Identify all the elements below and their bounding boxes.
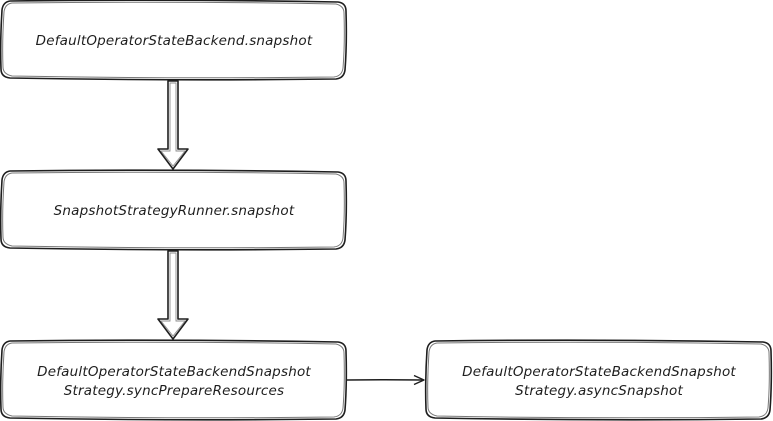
node-box-sketch (2, 1, 345, 79)
node-default-operator-state-backend-snapshot[interactable]: DefaultOperatorStateBackend.snapshot (0, 0, 348, 81)
block-arrow-1-to-2 (157, 80, 189, 170)
node-box (0, 339, 348, 421)
node-box-sketch (2, 171, 345, 249)
node-box (424, 339, 773, 421)
node-box (0, 0, 348, 81)
line-arrow-3-to-4 (346, 374, 425, 386)
node-box (0, 169, 348, 251)
node-async-snapshot[interactable]: DefaultOperatorStateBackendSnapshot Stra… (424, 339, 773, 421)
node-label-line-1: DefaultOperatorStateBackendSnapshot (462, 364, 736, 380)
node-label: DefaultOperatorStateBackend.snapshot (36, 33, 313, 49)
node-box-sketch (2, 341, 345, 419)
node-sync-prepare-resources[interactable]: DefaultOperatorStateBackendSnapshot Stra… (0, 339, 348, 421)
node-label-line-2: Strategy.asyncSnapshot (515, 383, 683, 399)
block-arrow-2-to-3 (157, 250, 189, 340)
node-label-line-1: DefaultOperatorStateBackendSnapshot (37, 364, 311, 380)
node-label-line-2: Strategy.syncPrepareResources (64, 383, 284, 399)
node-snapshot-strategy-runner-snapshot[interactable]: SnapshotStrategyRunner.snapshot (0, 169, 348, 251)
node-box-sketch (427, 341, 770, 419)
node-label: SnapshotStrategyRunner.snapshot (54, 203, 295, 219)
